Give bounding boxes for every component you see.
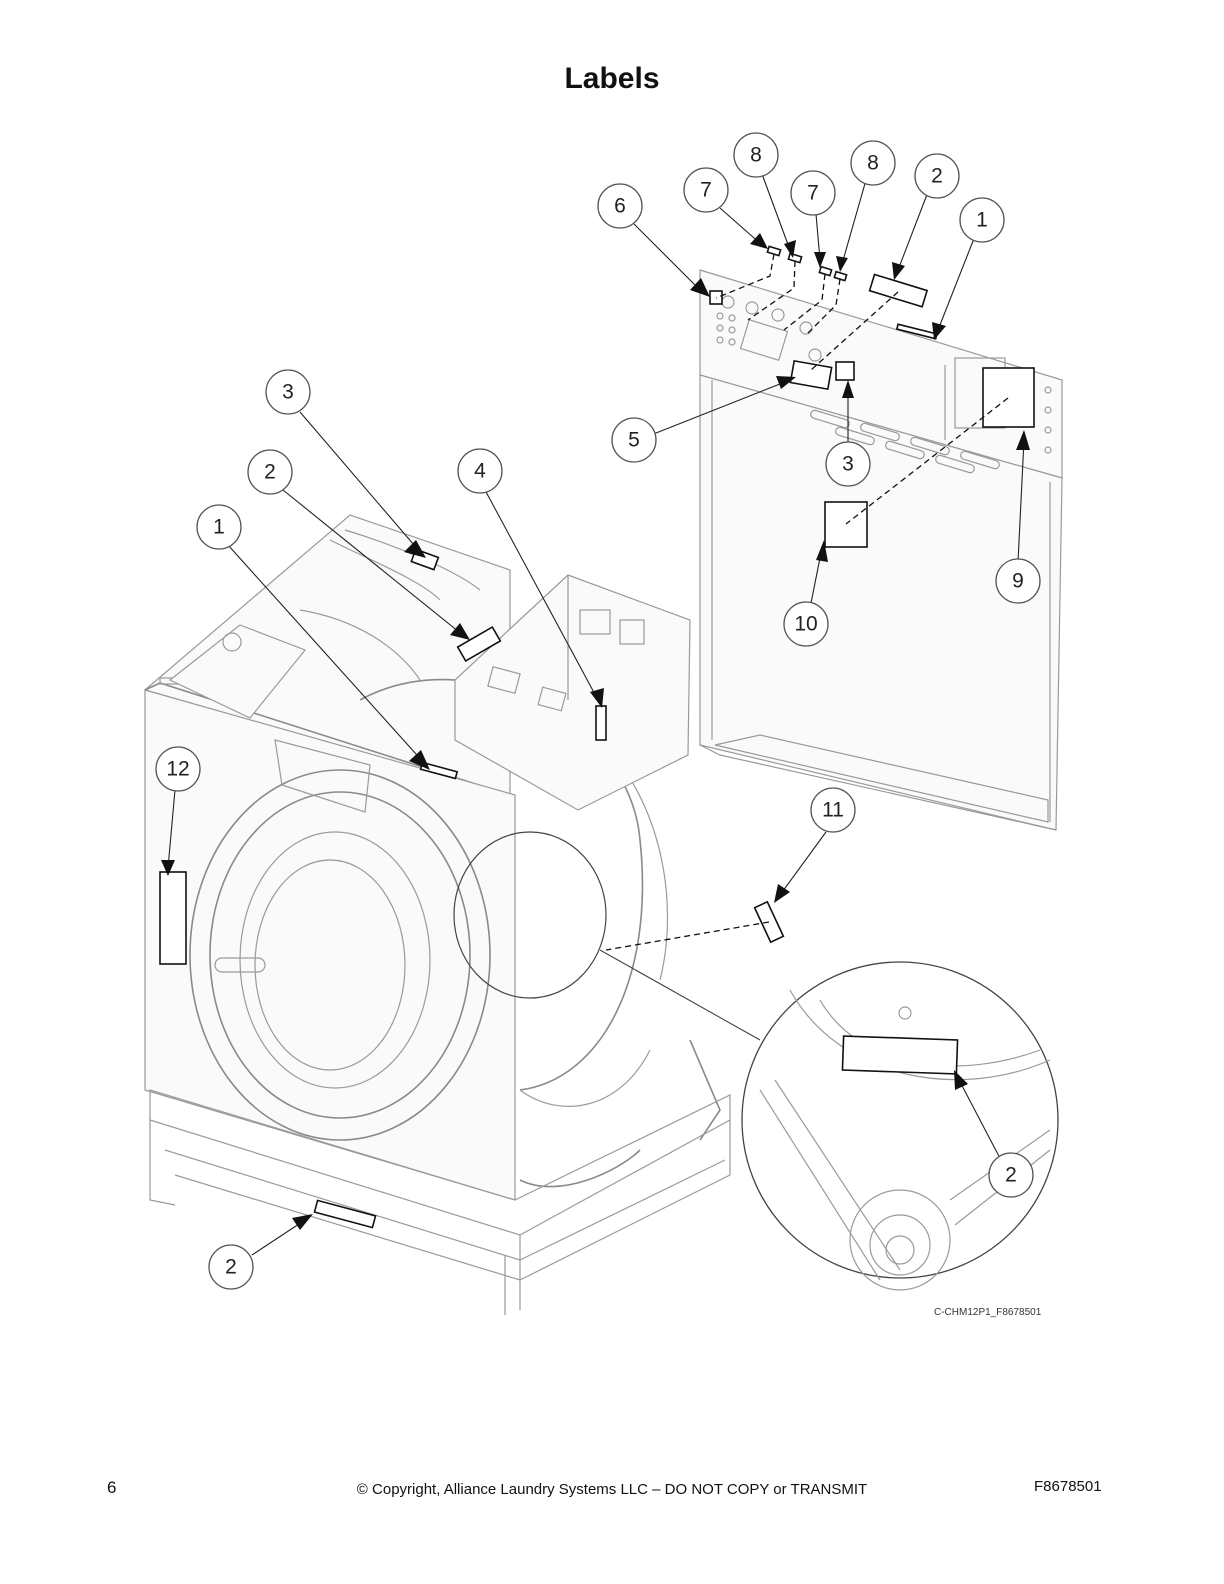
callout-11: 11 [810, 787, 856, 833]
callout-3-washer: 3 [265, 369, 311, 415]
callout-8-left: 8 [733, 132, 779, 178]
svg-text:9: 9 [1012, 570, 1024, 593]
callout-1-washer: 1 [196, 504, 242, 550]
callout-10: 10 [783, 601, 829, 647]
page-number: 6 [107, 1478, 117, 1497]
copyright-notice: © Copyright, Alliance Laundry Systems LL… [356, 1481, 868, 1498]
callout-5: 5 [611, 417, 657, 463]
figure-code: C-CHM12P1_F8678501 [934, 1307, 1042, 1318]
svg-text:1: 1 [976, 209, 988, 232]
svg-text:3: 3 [282, 381, 294, 404]
svg-text:2: 2 [264, 461, 276, 484]
callout-2-washer: 2 [247, 449, 293, 495]
svg-text:10: 10 [794, 613, 817, 636]
svg-text:3: 3 [842, 453, 854, 476]
leader-lines [161, 173, 1030, 1256]
callout-4: 4 [457, 448, 503, 494]
svg-text:2: 2 [1005, 1164, 1017, 1187]
callout-3-panel: 3 [825, 441, 871, 487]
callout-12: 12 [155, 746, 201, 792]
svg-text:5: 5 [628, 429, 640, 452]
label-shapes [159, 245, 1035, 1229]
callout-2-panel: 2 [914, 153, 960, 199]
svg-text:2: 2 [225, 1256, 237, 1279]
washer-assembly [143, 514, 731, 1315]
document-id: F8678501 [1034, 1478, 1102, 1495]
callout-9: 9 [995, 558, 1041, 604]
svg-text:6: 6 [614, 195, 626, 218]
svg-text:4: 4 [474, 460, 486, 483]
callout-8-right: 8 [850, 140, 896, 186]
callout-6: 6 [597, 183, 643, 229]
callout-2-base: 2 [208, 1244, 254, 1290]
svg-text:7: 7 [700, 179, 712, 202]
svg-text:1: 1 [213, 516, 225, 539]
callout-7-right: 7 [790, 170, 836, 216]
svg-text:8: 8 [867, 152, 879, 175]
svg-text:8: 8 [750, 144, 762, 167]
detail-magnifier [453, 831, 1059, 1291]
svg-text:2: 2 [931, 165, 943, 188]
callout-7-left: 7 [683, 167, 729, 213]
svg-text:11: 11 [822, 799, 844, 822]
control-panel-assembly [699, 269, 1063, 831]
dashed-leaders [605, 253, 1009, 951]
svg-text:12: 12 [166, 758, 189, 781]
callout-2-detail: 2 [988, 1152, 1034, 1198]
svg-text:7: 7 [807, 182, 819, 205]
callout-1-panel: 1 [959, 197, 1005, 243]
page-title: Labels [564, 62, 660, 95]
